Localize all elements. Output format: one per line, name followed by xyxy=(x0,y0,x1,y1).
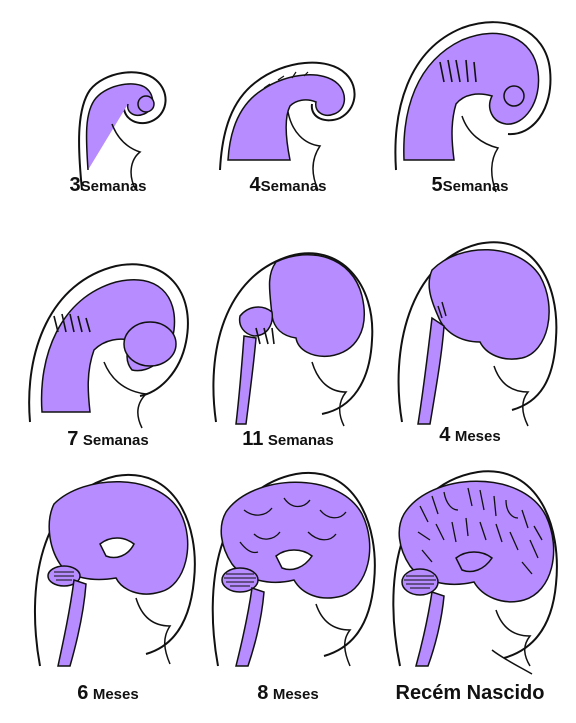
stage-number: 8 xyxy=(257,682,268,704)
stage-number: 5 xyxy=(432,174,443,196)
stage-number: 4 xyxy=(250,174,261,196)
stage-11-weeks: 11 Semanas xyxy=(200,232,376,468)
stage-8-months: 8 Meses xyxy=(200,470,376,706)
stage-label: 4Semanas xyxy=(200,174,376,197)
stage-unit: Meses xyxy=(273,686,319,703)
stage-label: 8 Meses xyxy=(200,682,376,705)
fetus-11-weeks-illustration xyxy=(200,232,376,432)
embryo-7-weeks-illustration xyxy=(20,232,196,432)
stage-label: 11 Semanas xyxy=(200,428,376,451)
stage-5-weeks: 5Semanas xyxy=(382,0,558,236)
stage-4-months: 4 Meses xyxy=(382,232,558,468)
embryo-4-weeks-illustration xyxy=(200,0,376,200)
stage-3-weeks: 3Semanas xyxy=(20,0,196,236)
stage-unit: Semanas xyxy=(443,178,509,195)
stage-unit: Semanas xyxy=(83,432,149,449)
embryo-3-weeks-illustration xyxy=(20,0,196,200)
stage-label: 5Semanas xyxy=(382,174,558,197)
stage-unit: Semanas xyxy=(81,178,147,195)
stage-number: 4 xyxy=(439,424,450,446)
stage-unit: Semanas xyxy=(268,432,334,449)
embryo-5-weeks-illustration xyxy=(382,0,558,200)
stage-label: 6 Meses xyxy=(20,682,196,705)
stage-number: 11 xyxy=(242,428,263,450)
stage-number: 3 xyxy=(70,174,81,196)
stage-unit: Meses xyxy=(455,428,501,445)
stage-unit: Meses xyxy=(93,686,139,703)
fetus-8-months-illustration xyxy=(200,470,376,670)
stage-unit: Recém Nascido xyxy=(396,682,545,704)
stage-number: 7 xyxy=(67,428,78,450)
stage-4-weeks: 4Semanas xyxy=(200,0,376,236)
newborn-illustration xyxy=(382,470,558,670)
fetus-6-months-illustration xyxy=(20,470,196,670)
stage-label: 4 Meses xyxy=(382,424,558,447)
stage-newborn: Recém Nascido xyxy=(382,470,558,706)
stage-label: Recém Nascido xyxy=(382,682,558,705)
fetus-4-months-illustration xyxy=(382,232,558,432)
stage-6-months: 6 Meses xyxy=(20,470,196,706)
stage-number: 6 xyxy=(77,682,88,704)
stage-unit: Semanas xyxy=(261,178,327,195)
stage-7-weeks: 7 Semanas xyxy=(20,232,196,468)
stage-label: 3Semanas xyxy=(20,174,196,197)
stage-label: 7 Semanas xyxy=(20,428,196,451)
